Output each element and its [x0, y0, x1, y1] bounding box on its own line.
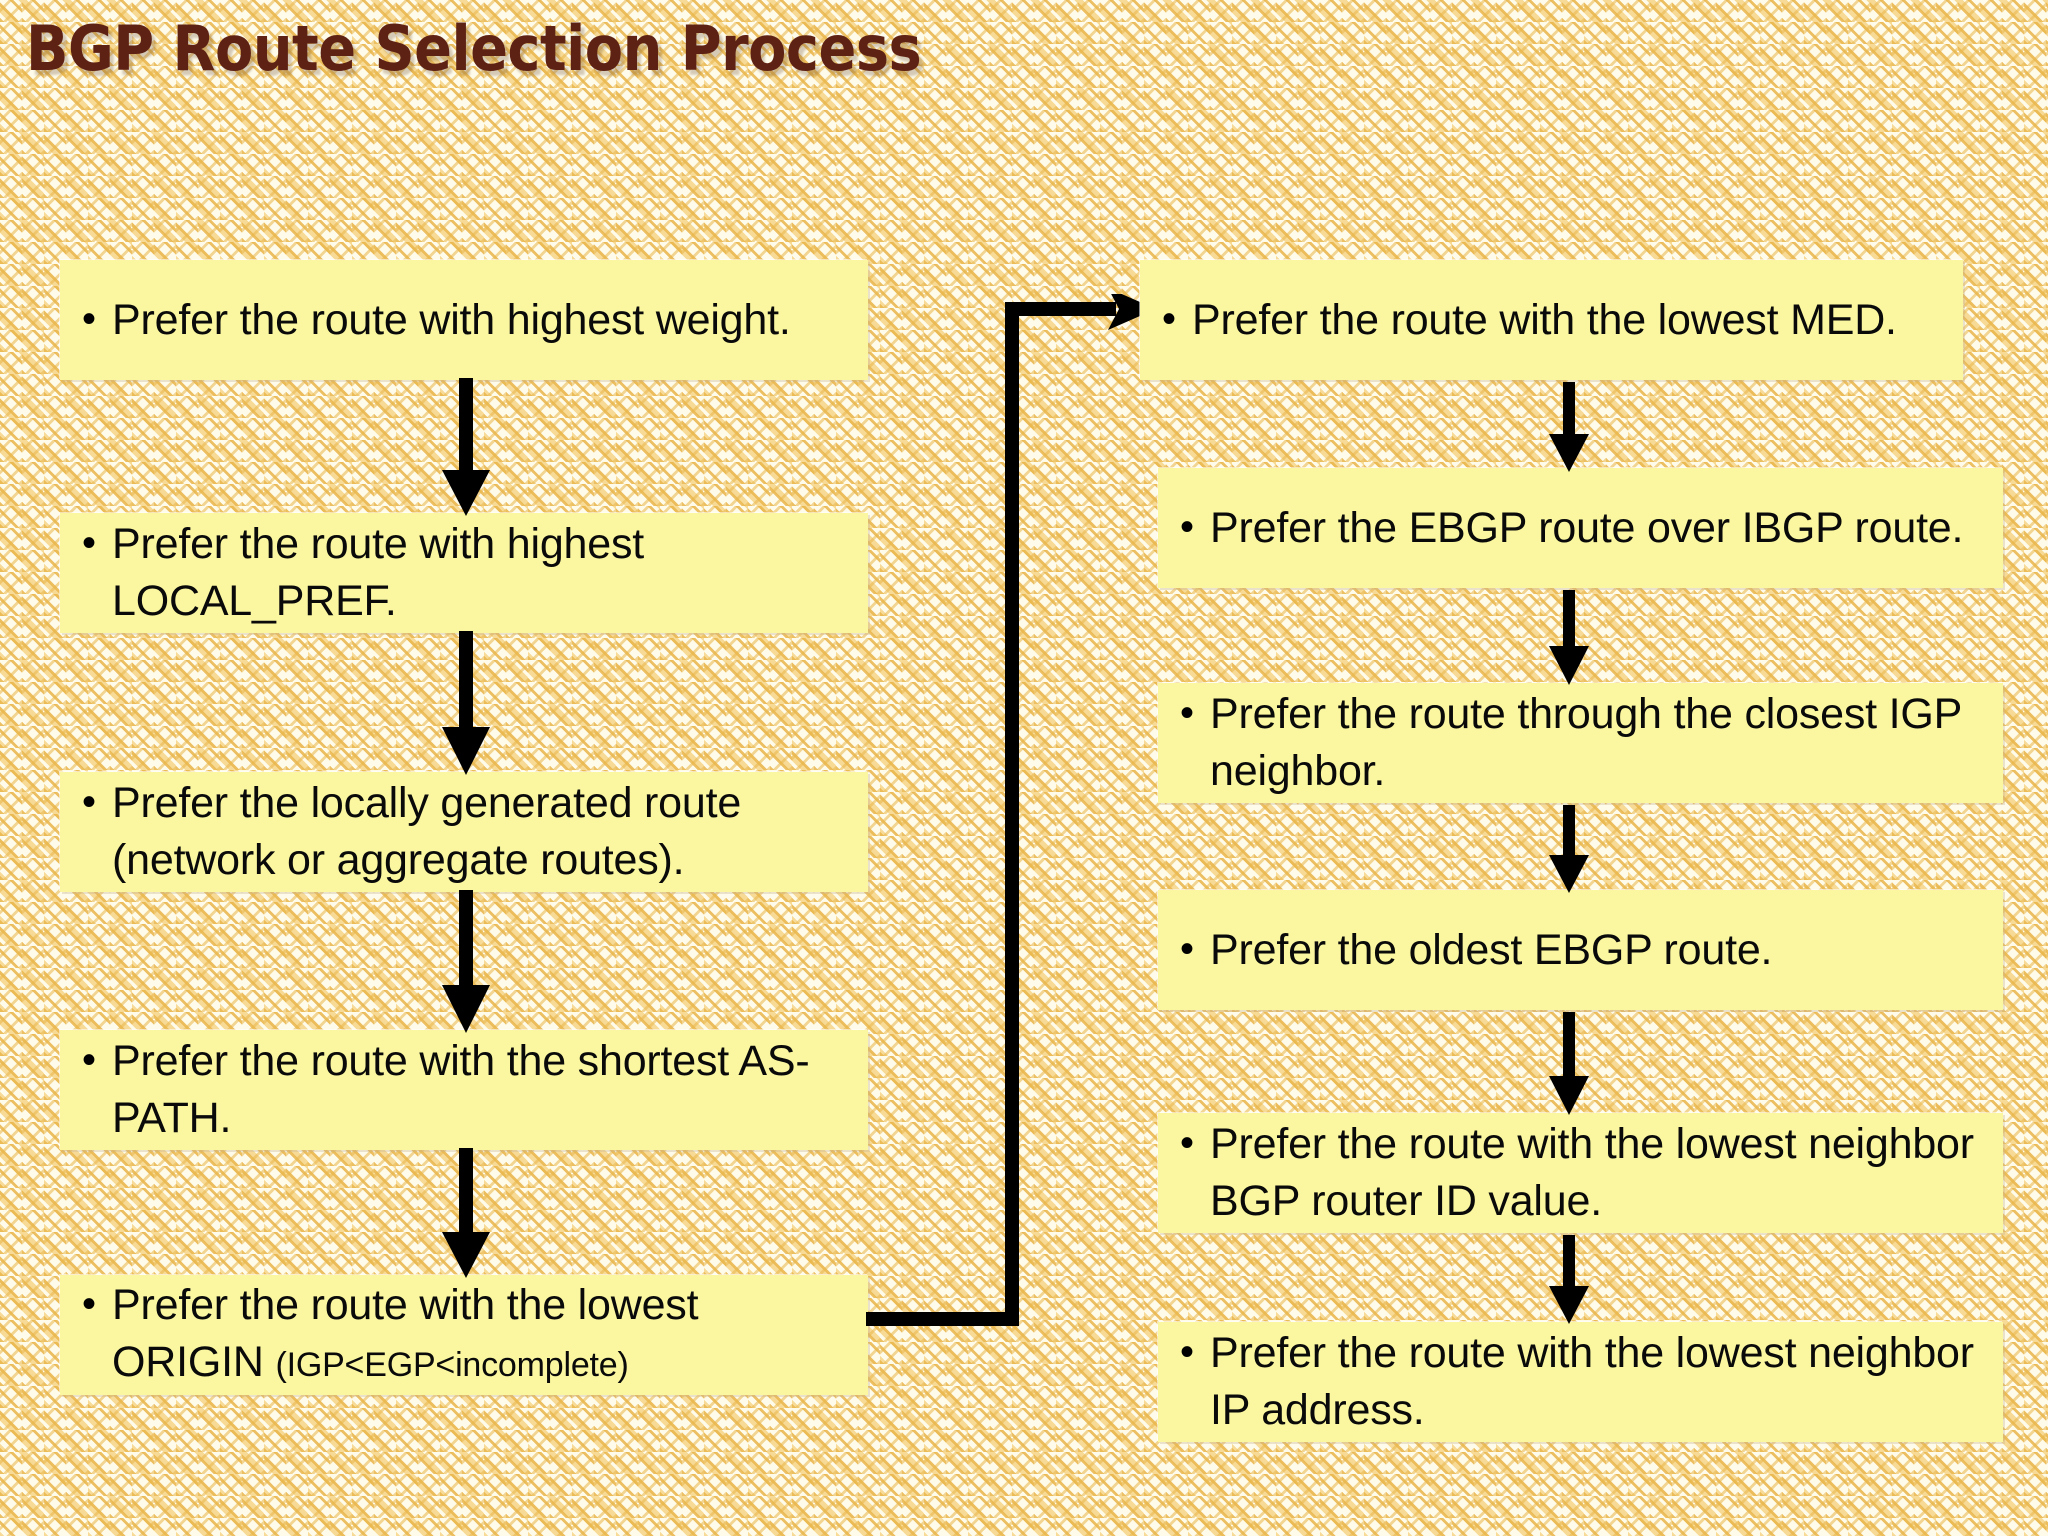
arrow-down-7 [1545, 805, 1593, 893]
step-box-11[interactable]: • Prefer the route with the lowest neigh… [1158, 1322, 2003, 1442]
step-box-1[interactable]: • Prefer the route with highest weight. [60, 260, 868, 380]
bullet-icon: • [1162, 296, 1177, 341]
bullet-icon: • [1180, 504, 1195, 549]
step-box-2[interactable]: • Prefer the route with highest LOCAL_PR… [60, 513, 868, 633]
step-box-5-note: (IGP<EGP<incomplete) [275, 1345, 629, 1384]
arrow-down-2 [436, 631, 496, 775]
step-box-3[interactable]: • Prefer the locally generated route (ne… [60, 772, 868, 892]
step-box-5[interactable]: • Prefer the route with the lowest ORIGI… [60, 1275, 868, 1395]
step-box-5-main: Prefer the route with the lowest ORIGIN [112, 1280, 699, 1386]
step-box-3-text: Prefer the locally generated route (netw… [112, 779, 742, 884]
step-box-6[interactable]: • Prefer the route with the lowest MED. [1140, 260, 1963, 380]
step-box-5-text: Prefer the route with the lowest ORIGIN … [112, 1277, 854, 1394]
step-box-1-text: Prefer the route with highest weight. [112, 295, 791, 344]
bullet-icon: • [82, 296, 97, 341]
step-box-9-text: Prefer the oldest EBGP route. [1210, 925, 1773, 974]
arrow-down-8 [1545, 1012, 1593, 1115]
step-box-2-text: Prefer the route with highest LOCAL_PREF… [112, 520, 645, 625]
bullet-icon: • [82, 1281, 97, 1326]
bullet-icon: • [1180, 1330, 1195, 1374]
bullet-icon: • [82, 780, 97, 824]
page-title: BGP Route Selection Process [26, 12, 922, 85]
step-box-8[interactable]: • Prefer the route through the closest I… [1158, 683, 2003, 803]
step-box-10[interactable]: • Prefer the route with the lowest neigh… [1158, 1113, 2003, 1233]
bullet-icon: • [1180, 691, 1195, 735]
connector-arrow-step5-to-step6 [866, 294, 1166, 1344]
step-box-4[interactable]: • Prefer the route with the shortest AS-… [60, 1030, 868, 1150]
arrow-down-6 [1545, 590, 1593, 685]
step-box-6-text: Prefer the route with the lowest MED. [1192, 295, 1897, 344]
step-box-9[interactable]: • Prefer the oldest EBGP route. [1158, 890, 2003, 1010]
bullet-icon: • [82, 521, 97, 565]
step-box-7-text: Prefer the EBGP route over IBGP route. [1210, 503, 1964, 552]
step-box-11-text: Prefer the route with the lowest neighbo… [1210, 1329, 1974, 1434]
arrow-down-4 [436, 1148, 496, 1278]
bullet-icon: • [1180, 1121, 1195, 1165]
arrow-down-3 [436, 890, 496, 1033]
step-box-8-text: Prefer the route through the closest IGP… [1210, 690, 1962, 795]
bullet-icon: • [1180, 926, 1195, 971]
step-box-7[interactable]: • Prefer the EBGP route over IBGP route. [1158, 468, 2003, 588]
bullet-icon: • [82, 1038, 97, 1082]
arrow-down-9 [1545, 1235, 1593, 1324]
arrow-down-5 [1545, 382, 1593, 472]
step-box-4-text: Prefer the route with the shortest AS-PA… [112, 1037, 810, 1142]
arrow-down-1 [436, 378, 496, 516]
step-box-10-text: Prefer the route with the lowest neighbo… [1210, 1120, 1974, 1225]
